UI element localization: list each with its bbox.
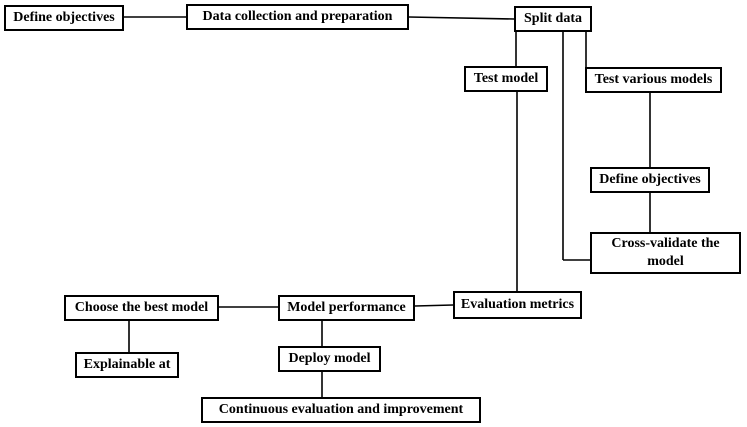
node-label: Test various models	[594, 71, 713, 87]
node-evaluation-metrics: Evaluation metrics	[453, 291, 582, 319]
node-test-various-models: Test various models	[585, 67, 722, 93]
node-label: Define objectives	[599, 171, 701, 187]
node-label: Split data	[524, 10, 582, 26]
node-label: Cross-validate the model	[611, 235, 720, 269]
node-define-objectives-secondary: Define objectives	[590, 167, 710, 193]
node-label: Test model	[473, 70, 539, 86]
node-label: Model performance	[287, 299, 406, 315]
node-continuous-evaluation: Continuous evaluation and improvement	[201, 397, 481, 423]
node-model-performance: Model performance	[278, 295, 415, 321]
node-label: Explainable at	[83, 356, 171, 372]
node-test-model: Test model	[464, 66, 548, 92]
node-label: Evaluation metrics	[460, 296, 575, 312]
node-label: Choose the best model	[74, 299, 209, 315]
node-label: Define objectives	[13, 9, 115, 25]
node-label: Deploy model	[288, 350, 371, 366]
edge-evaluation-metrics-to-model-performance	[414, 304, 454, 307]
node-label: Continuous evaluation and improvement	[218, 401, 464, 417]
node-define-objectives: Define objectives	[4, 5, 124, 31]
node-explainable: Explainable at	[75, 352, 179, 378]
node-deploy-model: Deploy model	[278, 346, 381, 372]
node-split-data: Split data	[514, 6, 592, 32]
node-label: Data collection and preparation	[202, 8, 393, 24]
node-choose-best-model: Choose the best model	[64, 295, 219, 321]
node-data-collection: Data collection and preparation	[186, 4, 409, 30]
node-cross-validate: Cross-validate the model	[590, 232, 741, 274]
edge-data-collection-to-split-data	[408, 16, 515, 20]
